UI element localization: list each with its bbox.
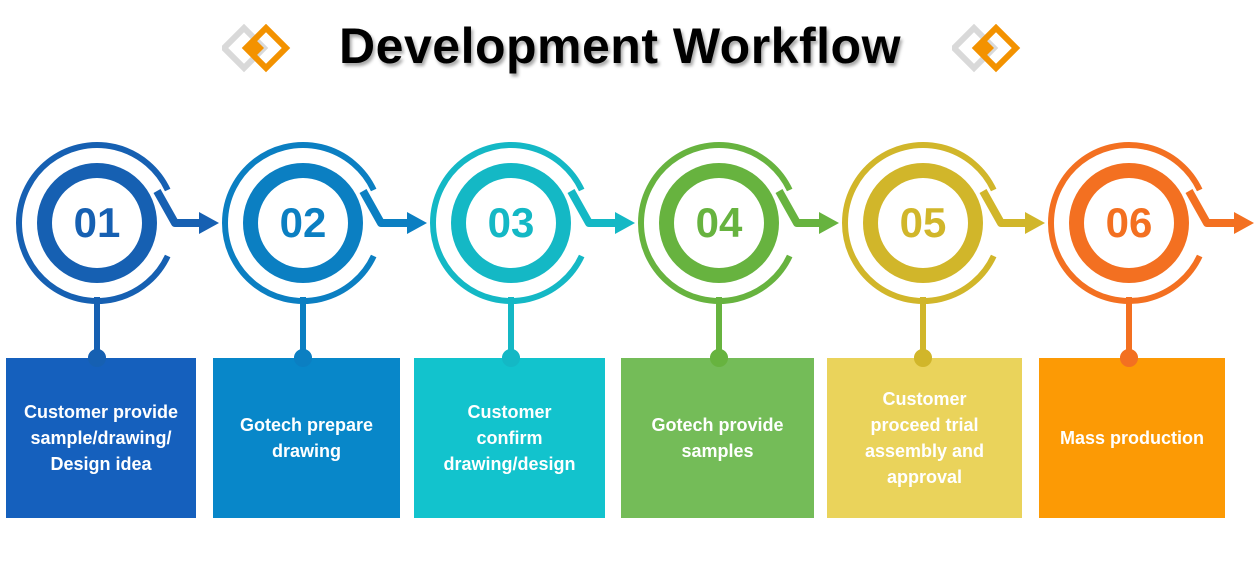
step-02-arrow: [359, 189, 409, 227]
step-06-connector-dot-top: [1120, 349, 1138, 367]
step-05-label: Customer proceed trial assembly and appr…: [864, 389, 985, 487]
step-05-outer-ring: [842, 142, 997, 304]
step-04-arrowhead-icon: [819, 212, 839, 234]
step-04-number: 04: [695, 199, 743, 246]
step-03-box: Customer confirm drawing/design: [414, 358, 605, 518]
step-05-arrow: [979, 189, 1027, 227]
step-02-connector-dot-top: [294, 349, 312, 367]
step-06-circle: [1084, 178, 1174, 268]
step-03-number: 03: [487, 199, 535, 246]
step-04-label: Gotech provide samples: [651, 415, 784, 461]
step-03-outer-ring: [430, 142, 585, 304]
step-01-outer-ring: [16, 142, 171, 304]
title-row: Development Workflow: [0, 10, 1258, 82]
step-01-connector-dot-top: [88, 349, 106, 367]
step-01-number: 01: [73, 199, 121, 246]
step-04-box: Gotech provide samples: [621, 358, 814, 518]
step-05-arrowhead-icon: [1025, 212, 1045, 234]
right-diamond-logo-icon: [952, 24, 1021, 73]
step-06-arrow: [1185, 189, 1236, 227]
step-01-box: Customer provide sample/drawing/ Design …: [6, 358, 196, 518]
step-03-connector-dot-top: [502, 349, 520, 367]
step-04-outer-ring: [638, 142, 793, 304]
step-01-label: Customer provide sample/drawing/ Design …: [23, 402, 179, 474]
step-05-box: Customer proceed trial assembly and appr…: [827, 358, 1022, 518]
step-02-label: Gotech prepare drawing: [239, 415, 374, 461]
step-01-arrow: [153, 189, 201, 227]
step-01-circle: [52, 178, 142, 268]
page-title: Development Workflow: [339, 18, 901, 74]
step-02-circle: [258, 178, 348, 268]
step-04-circle: [674, 178, 764, 268]
step-03-label: Customer confirm drawing/design: [443, 402, 576, 474]
step-03-arrowhead-icon: [615, 212, 635, 234]
step-06-label: Mass production: [1059, 428, 1204, 448]
step-02-box: Gotech prepare drawing: [213, 358, 400, 518]
step-03-arrow: [567, 189, 617, 227]
step-05-connector-dot-top: [914, 349, 932, 367]
step-02-number: 02: [279, 199, 327, 246]
step-06-number: 06: [1105, 199, 1153, 246]
step-02-arrowhead-icon: [407, 212, 427, 234]
step-01-arrowhead-icon: [199, 212, 219, 234]
step-03-circle: [466, 178, 556, 268]
step-06-arrowhead-icon: [1234, 212, 1254, 234]
step-06-box: Mass production: [1039, 358, 1225, 518]
left-diamond-logo-icon: [222, 24, 291, 73]
step-06-outer-ring: [1048, 142, 1203, 304]
step-05-circle: [878, 178, 968, 268]
step-04-arrow: [775, 189, 821, 227]
step-04-connector-dot-top: [710, 349, 728, 367]
step-05-number: 05: [899, 199, 947, 246]
step-02-outer-ring: [222, 142, 377, 304]
